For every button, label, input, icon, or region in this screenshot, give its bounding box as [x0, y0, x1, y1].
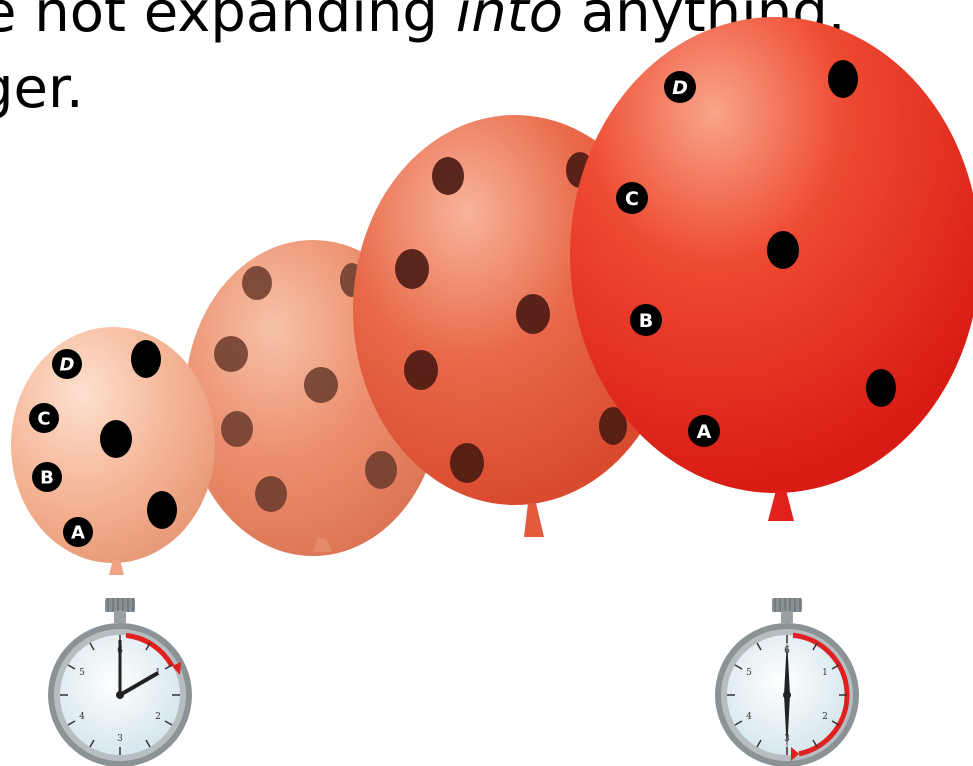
- clock-number: 2: [822, 712, 828, 722]
- clock-number: 3: [117, 734, 123, 744]
- point-label-d: D: [672, 77, 688, 99]
- point-label-c: C: [625, 188, 639, 210]
- clock-number: 1: [822, 668, 828, 678]
- stopwatch-start: 6 1 2 3 4 5: [48, 598, 192, 766]
- point-label-b: B: [639, 310, 653, 332]
- balloon-small: D C B A: [11, 327, 215, 575]
- point-label-a: A: [71, 523, 85, 544]
- point-label-c: C: [37, 409, 50, 430]
- clock-number: 4: [79, 712, 85, 722]
- clock-number: 5: [746, 668, 752, 678]
- point-label-a: A: [697, 421, 712, 443]
- clock-number: 2: [155, 712, 161, 722]
- point-label-b: B: [40, 468, 54, 489]
- clock-number: 5: [79, 668, 85, 678]
- point-label-d: D: [60, 355, 75, 376]
- stopwatch-end: 6 1 2 3 4 5: [715, 598, 859, 766]
- clock-number: 4: [746, 712, 752, 722]
